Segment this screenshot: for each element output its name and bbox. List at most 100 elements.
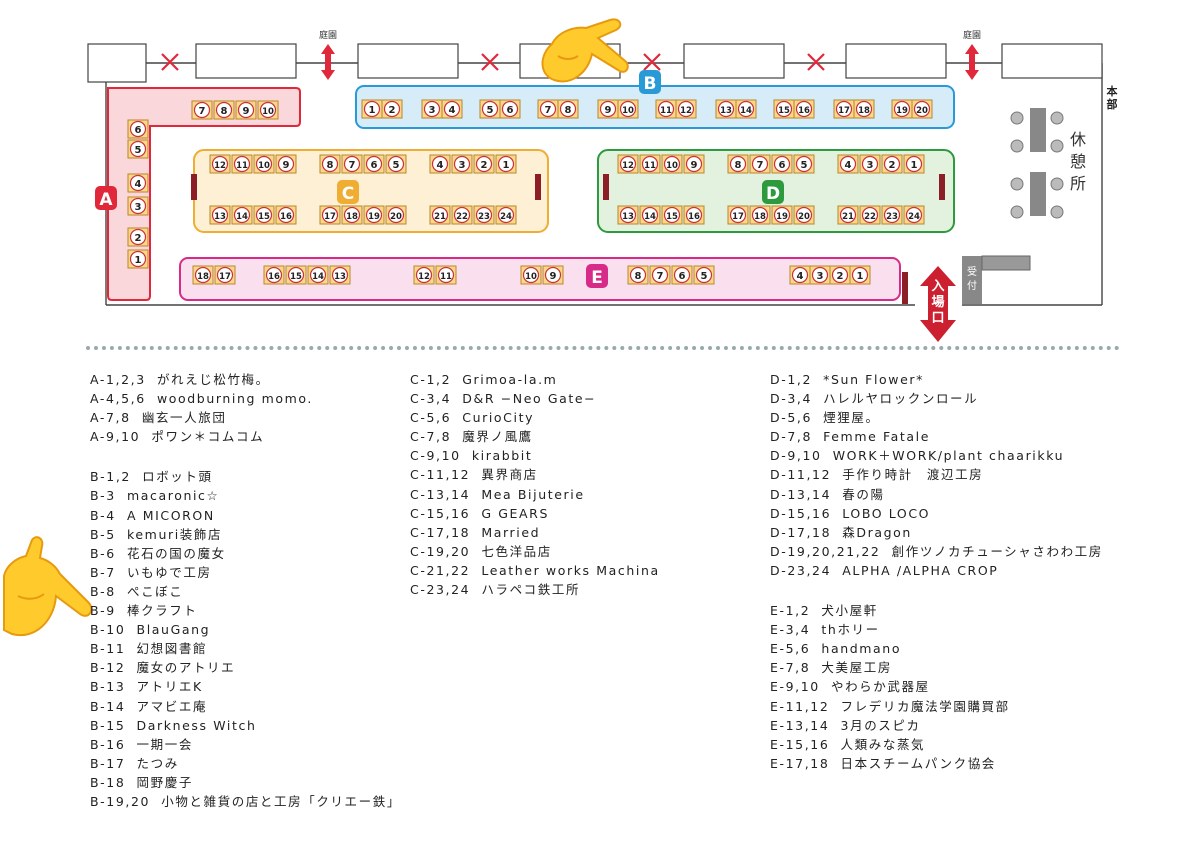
booth-number: 7 <box>545 105 552 116</box>
booth-number: 2 <box>389 105 396 116</box>
booth-circle <box>893 100 911 118</box>
booth-number: 7 <box>199 106 206 117</box>
booth-number: 22 <box>864 212 876 222</box>
table-end-cap <box>939 174 945 200</box>
reception-desk <box>962 256 982 304</box>
booth-number: 23 <box>886 212 898 222</box>
booth-number: 7 <box>349 160 356 171</box>
booth-number: 17 <box>219 272 231 282</box>
rest-table <box>1030 172 1046 216</box>
booth-number: 10 <box>666 161 678 171</box>
top-room-6 <box>845 43 947 79</box>
zone-a <box>107 87 301 301</box>
top-room-7 <box>1001 43 1103 79</box>
booth-number: 9 <box>283 160 290 171</box>
booth-circle <box>255 155 273 173</box>
booth-number: 20 <box>798 212 810 222</box>
booth-circle <box>855 100 873 118</box>
booth-number: 4 <box>797 271 804 282</box>
booth-circle <box>795 155 813 173</box>
booth-number: 8 <box>565 105 572 116</box>
booth-circle <box>437 266 455 284</box>
list-item: E-15,16 人類みな蒸気 <box>770 736 926 752</box>
booth-number: 19 <box>776 212 788 222</box>
booth-number: 4 <box>449 105 456 116</box>
booth-circle <box>839 206 857 224</box>
booth-number: 9 <box>550 271 557 282</box>
list-item: C-17,18 Married <box>410 524 541 540</box>
list-item: C-15,16 G GEARS <box>410 505 549 521</box>
booth-number: 17 <box>838 106 850 116</box>
booth-number: 18 <box>754 212 766 222</box>
booth-circle <box>255 206 273 224</box>
list-item: B-4 A MICORON <box>90 507 215 523</box>
booth-number: 15 <box>258 212 270 222</box>
zone-b-badge <box>639 70 661 94</box>
booth-number: 2 <box>481 160 488 171</box>
booth-circle <box>129 174 147 192</box>
list-item: A-7,8 幽玄一人旅団 <box>90 410 227 426</box>
booth-circle <box>277 155 295 173</box>
list-item: E-9,10 やわらか武器屋 <box>770 679 930 695</box>
booth-circle <box>431 155 449 173</box>
booth-circle <box>431 206 449 224</box>
booth-number: 22 <box>456 212 468 222</box>
booth-circle <box>619 155 637 173</box>
hq-label: 本 <box>1107 84 1118 98</box>
booth-circle <box>343 206 361 224</box>
booth-circle <box>619 100 637 118</box>
closed-cross-icon <box>643 53 661 71</box>
rest-chair <box>1050 177 1064 191</box>
booth-number: 12 <box>214 161 226 171</box>
booth-number: 9 <box>691 160 698 171</box>
booth-number: 13 <box>214 212 226 222</box>
booth-number: 18 <box>197 272 209 282</box>
list-item: B-11 幻想図書館 <box>90 641 208 657</box>
booth-circle <box>851 266 869 284</box>
list-item: C-23,24 ハラペコ鉄工所 <box>410 582 581 598</box>
rest-table <box>1030 108 1046 152</box>
table-end-cap <box>603 174 609 200</box>
booth-circle <box>497 155 515 173</box>
booth-circle <box>913 100 931 118</box>
booth-circle <box>619 206 637 224</box>
booth-circle <box>387 155 405 173</box>
booth-circle <box>685 206 703 224</box>
reception-label: 受 <box>967 266 977 278</box>
list-item: D-19,20,21,22 創作ツノカチューシャさわわ工房 <box>770 543 1103 559</box>
booth-circle <box>501 100 519 118</box>
booth-circle <box>773 155 791 173</box>
booth-circle <box>321 155 339 173</box>
booth-circle <box>775 100 793 118</box>
list-item: A-4,5,6 woodburning momo. <box>90 391 313 407</box>
pointing-hand-icon-top <box>541 18 629 83</box>
list-item: C-3,4 D&R −Neo Gate− <box>410 391 597 407</box>
booth-number: 13 <box>720 106 732 116</box>
booth-circle <box>383 100 401 118</box>
list-item: B-18 岡野慶子 <box>90 774 193 790</box>
booth-number: 9 <box>243 106 250 117</box>
booth-circle <box>685 155 703 173</box>
booth-number: 6 <box>507 105 514 116</box>
booth-number: 14 <box>740 106 752 116</box>
booth-number: 5 <box>393 160 400 171</box>
closed-cross-icon <box>481 53 499 71</box>
list-column-a-b: A-1,2,3 がれえじ松竹梅。A-4,5,6 woodburning momo… <box>90 370 401 811</box>
booth-circle <box>539 100 557 118</box>
list-gap <box>770 580 1103 601</box>
top-room-3 <box>357 43 459 79</box>
zone-e-badge <box>586 264 608 288</box>
booth-circle <box>651 266 669 284</box>
zone-e-badge-text: E <box>591 268 603 288</box>
booth-circle <box>129 250 147 268</box>
booth-number: 7 <box>757 160 764 171</box>
booth-number: 4 <box>437 160 444 171</box>
booth-number: 3 <box>459 160 466 171</box>
booth-number: 2 <box>837 271 844 282</box>
booth-number: 12 <box>418 272 430 282</box>
booth-number: 1 <box>911 160 918 171</box>
booth-number: 24 <box>500 212 512 222</box>
booth-circle <box>663 206 681 224</box>
reception-counter <box>981 255 1031 271</box>
